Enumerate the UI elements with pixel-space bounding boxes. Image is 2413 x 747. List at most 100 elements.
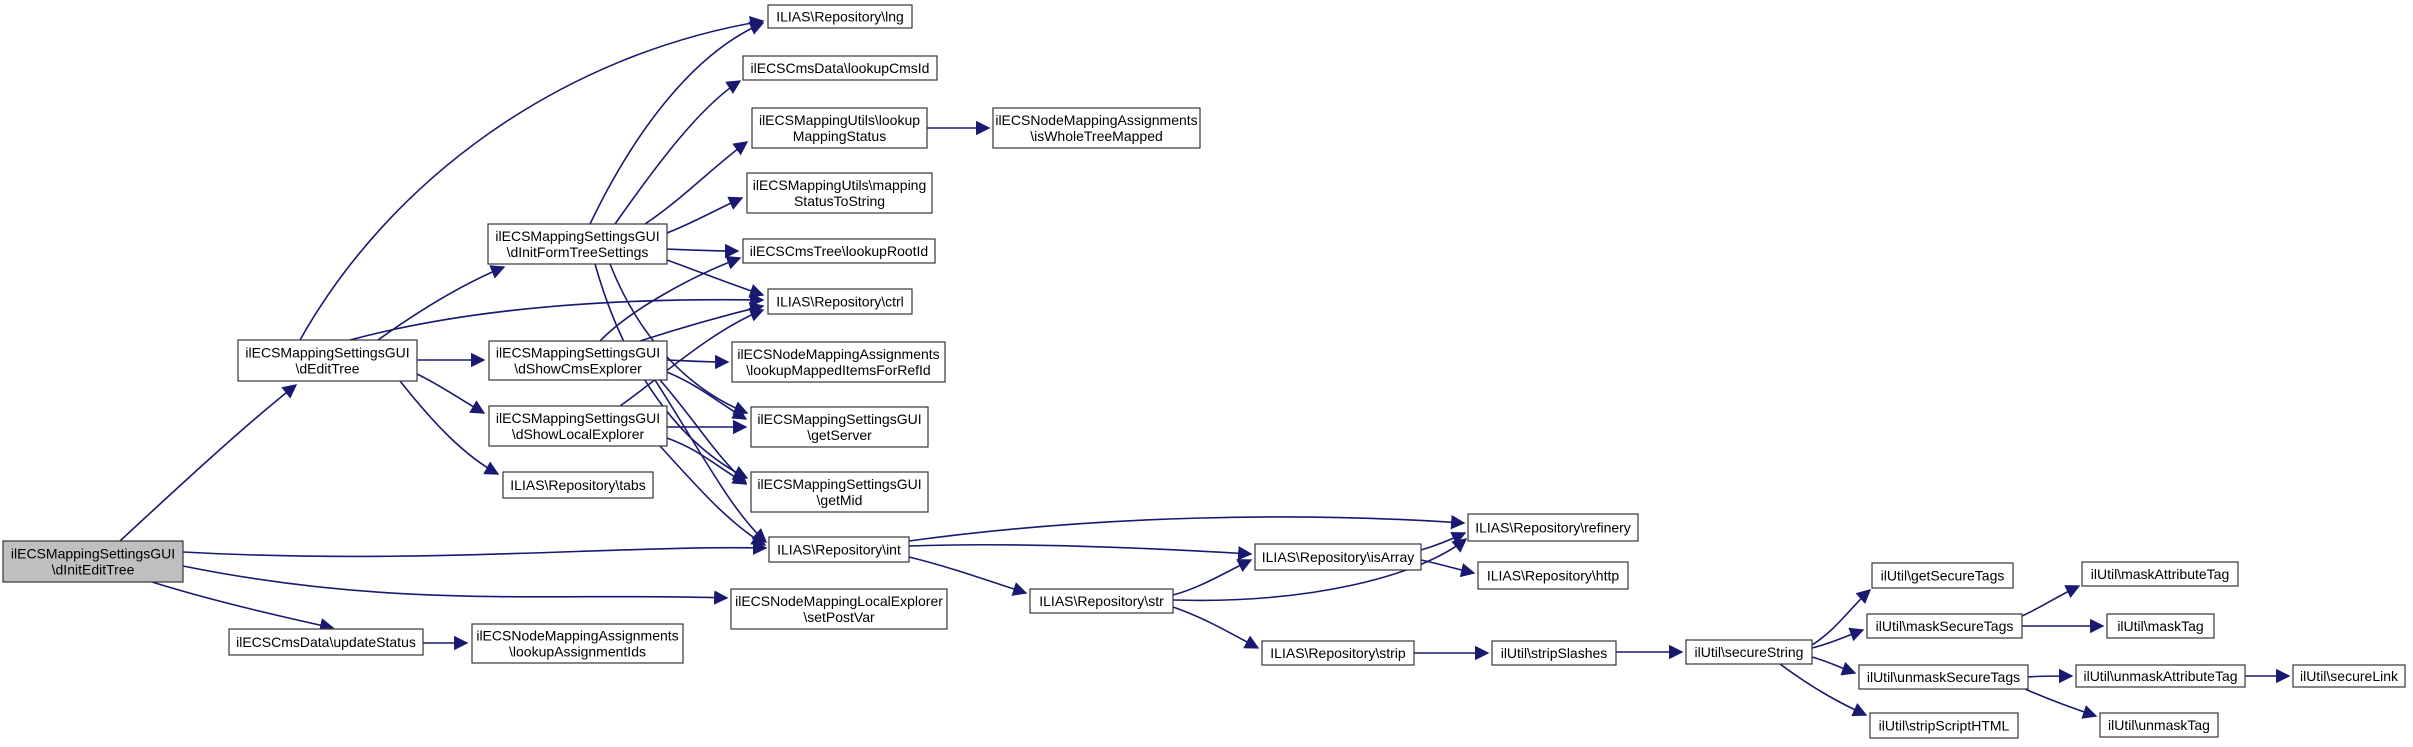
node-dInitFormTreeSettings[interactable]: ilECSMappingSettingsGUI\dInitFormTreeSet…: [487, 223, 668, 265]
node-isWholeTreeMapped[interactable]: ilECSNodeMappingAssignments\isWholeTreeM…: [992, 107, 1201, 149]
node-box-lng[interactable]: [767, 4, 913, 29]
node-unmaskSecureTags[interactable]: ilUtil\unmaskSecureTags: [1858, 664, 2029, 690]
node-strip[interactable]: ILIAS\Repository\strip: [1261, 640, 1415, 666]
node-stripSlashes[interactable]: ilUtil\stripSlashes: [1491, 640, 1617, 666]
edge-str-to-refinery: [1172, 538, 1468, 602]
node-lookupAssignmentIds[interactable]: ilECSNodeMappingAssignments\lookupAssign…: [471, 623, 684, 664]
node-dEditTree[interactable]: ilECSMappingSettingsGUI\dEditTree: [237, 339, 418, 382]
node-maskTag[interactable]: ilUtil\maskTag: [2106, 613, 2215, 639]
node-lookupCmsId[interactable]: ilECSCmsData\lookupCmsId: [742, 55, 938, 81]
node-maskAttributeTag[interactable]: ilUtil\maskAttributeTag: [2081, 561, 2239, 587]
node-label-lng: ILIAS\Repository\lng: [776, 9, 904, 25]
edge-int-to-refinery: [908, 514, 1466, 542]
node-label-isArray: ILIAS\Repository\isArray: [1262, 549, 1415, 565]
edge-dInitFormTreeSettings-to-lng: [589, 21, 765, 225]
edge-isArray-to-refinery: [1420, 531, 1467, 551]
node-box-mappingStatusToString[interactable]: [746, 172, 933, 214]
edge-dInitFormTreeSettings-to-lookupRootId: [666, 243, 740, 259]
node-refinery[interactable]: ILIAS\Repository\refinery: [1467, 513, 1639, 542]
node-stripScriptHTML[interactable]: ilUtil\stripScriptHTML: [1869, 712, 2019, 739]
node-dInitEditTree[interactable]: ilECSMappingSettingsGUI\dInitEditTree: [2, 540, 184, 583]
node-box-dEditTree[interactable]: [237, 339, 418, 382]
edge-secureString-to-unmaskSecureTags: [1811, 656, 1857, 676]
edge-str-to-isArray: [1172, 559, 1253, 596]
edges-layer: [119, 16, 2291, 719]
node-maskSecureTags[interactable]: ilUtil\maskSecureTags: [1866, 613, 2023, 639]
node-unmaskAttributeTag[interactable]: ilUtil\unmaskAttributeTag: [2075, 664, 2246, 688]
node-box-maskAttributeTag[interactable]: [2081, 561, 2239, 587]
node-box-http[interactable]: [1477, 561, 1629, 590]
node-box-isArray[interactable]: [1254, 543, 1422, 571]
node-box-maskSecureTags[interactable]: [1866, 613, 2023, 639]
node-box-unmaskTag[interactable]: [2099, 712, 2219, 738]
node-tabs[interactable]: ILIAS\Repository\tabs: [502, 471, 654, 499]
edge-maskSecureTags-to-maskAttributeTag: [2021, 585, 2081, 617]
node-label-stripSlashes: ilUtil\stripSlashes: [1501, 645, 1608, 661]
node-box-setPostVar[interactable]: [730, 588, 948, 630]
node-ctrl[interactable]: ILIAS\Repository\ctrl: [767, 288, 913, 315]
node-box-dInitEditTree[interactable]: [2, 540, 184, 583]
node-lng[interactable]: ILIAS\Repository\lng: [767, 4, 913, 29]
node-box-lookupMappedItemsForRefId[interactable]: [731, 341, 946, 383]
node-box-unmaskSecureTags[interactable]: [1858, 664, 2029, 690]
node-updateStatus[interactable]: ilECSCmsData\updateStatus: [228, 628, 424, 656]
node-getSecureTags[interactable]: ilUtil\getSecureTags: [1871, 562, 2014, 589]
node-getServer[interactable]: ilECSMappingSettingsGUI\getServer: [750, 406, 929, 448]
node-http[interactable]: ILIAS\Repository\http: [1477, 561, 1629, 590]
node-secureString[interactable]: ilUtil\secureString: [1685, 639, 1813, 665]
node-box-isWholeTreeMapped[interactable]: [992, 107, 1201, 149]
edge-str-to-strip: [1172, 606, 1260, 649]
node-box-tabs[interactable]: [502, 471, 654, 499]
node-box-secureString[interactable]: [1685, 639, 1813, 665]
node-box-secureLink[interactable]: [2292, 664, 2406, 688]
node-box-strip[interactable]: [1261, 640, 1415, 666]
node-box-lookupAssignmentIds[interactable]: [471, 623, 684, 664]
node-secureLink[interactable]: ilUtil\secureLink: [2292, 664, 2406, 688]
node-box-maskTag[interactable]: [2106, 613, 2215, 639]
node-box-getSecureTags[interactable]: [1871, 562, 2014, 589]
node-box-str[interactable]: [1029, 588, 1174, 614]
node-box-lookupCmsId[interactable]: [742, 55, 938, 81]
node-box-dInitFormTreeSettings[interactable]: [487, 223, 668, 265]
edge-dInitFormTreeSettings-to-ctrl: [666, 259, 765, 298]
node-label-dShowLocalExplorer: ilECSMappingSettingsGUI\dShowLocalExplor…: [496, 410, 660, 442]
node-box-getServer[interactable]: [750, 406, 929, 448]
node-setPostVar[interactable]: ilECSNodeMappingLocalExplorer\setPostVar: [730, 588, 948, 630]
node-lookupMappedItemsForRefId[interactable]: ilECSNodeMappingAssignments\lookupMapped…: [731, 341, 946, 383]
node-dShowLocalExplorer[interactable]: ilECSMappingSettingsGUI\dShowLocalExplor…: [488, 405, 668, 447]
node-box-getMid[interactable]: [750, 471, 929, 513]
node-label-unmaskTag: ilUtil\unmaskTag: [2108, 717, 2210, 733]
node-label-str: ILIAS\Repository\str: [1039, 593, 1164, 609]
node-str[interactable]: ILIAS\Repository\str: [1029, 588, 1174, 614]
node-getMid[interactable]: ilECSMappingSettingsGUI\getMid: [750, 471, 929, 513]
edge-unmaskSecureTags-to-unmaskAttributeTag: [2027, 668, 2074, 684]
node-box-lookupMappingStatus[interactable]: [751, 107, 928, 149]
node-box-updateStatus[interactable]: [228, 628, 424, 656]
edge-dShowLocalExplorer-to-getMid: [666, 437, 748, 485]
node-unmaskTag[interactable]: ilUtil\unmaskTag: [2099, 712, 2219, 738]
node-label-lookupCmsId: ilECSCmsData\lookupCmsId: [751, 60, 930, 76]
node-box-int[interactable]: [768, 536, 910, 563]
edge-dInitFormTreeSettings-to-getMid: [594, 263, 749, 479]
node-label-getServer: ilECSMappingSettingsGUI\getServer: [757, 411, 921, 443]
node-box-refinery[interactable]: [1467, 513, 1639, 542]
node-label-tabs: ILIAS\Repository\tabs: [510, 477, 645, 493]
node-box-unmaskAttributeTag[interactable]: [2075, 664, 2246, 688]
node-box-dShowLocalExplorer[interactable]: [488, 405, 668, 447]
node-box-lookupRootId[interactable]: [742, 238, 936, 264]
edge-dInitFormTreeSettings-to-lookupCmsId: [614, 80, 742, 225]
node-box-stripSlashes[interactable]: [1491, 640, 1617, 666]
node-int[interactable]: ILIAS\Repository\int: [768, 536, 910, 563]
edge-dShowCmsExplorer-to-lookupMappedItemsForRefId: [666, 354, 730, 370]
node-label-http: ILIAS\Repository\http: [1487, 568, 1620, 584]
node-lookupRootId[interactable]: ilECSCmsTree\lookupRootId: [742, 238, 936, 264]
node-dShowCmsExplorer[interactable]: ilECSMappingSettingsGUI\dShowCmsExplorer: [488, 340, 668, 381]
node-box-ctrl[interactable]: [767, 288, 913, 315]
node-isArray[interactable]: ILIAS\Repository\isArray: [1254, 543, 1422, 571]
node-box-stripScriptHTML[interactable]: [1869, 712, 2019, 739]
edge-dInitEditTree-to-int: [182, 540, 768, 558]
node-box-dShowCmsExplorer[interactable]: [488, 340, 668, 381]
